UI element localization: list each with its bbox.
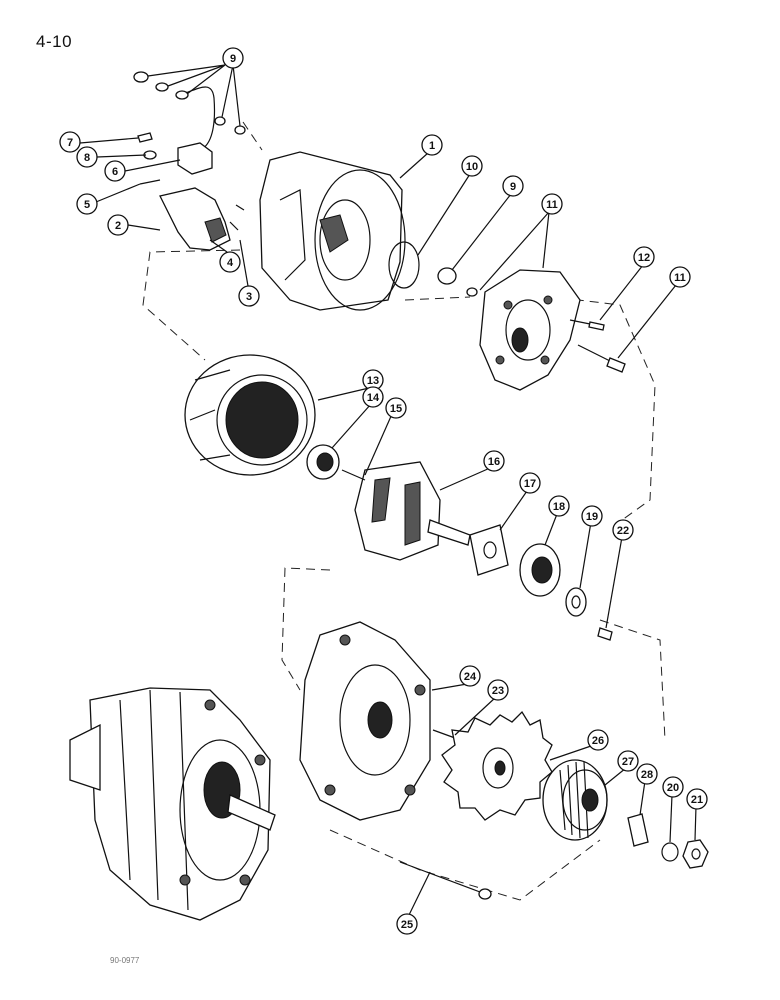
svg-text:5: 5 (84, 199, 90, 211)
svg-text:19: 19 (586, 511, 598, 523)
callout-9b: 9 (502, 175, 524, 197)
callout-18: 18 (548, 495, 570, 517)
callout-5: 5 (76, 193, 98, 215)
callout-21: 21 (686, 788, 708, 810)
callout-14: 14 (362, 386, 384, 408)
callout-20: 20 (662, 776, 684, 798)
svg-text:13: 13 (367, 375, 379, 387)
callout-19: 19 (581, 505, 603, 527)
svg-text:17: 17 (524, 478, 536, 490)
through-bolt (399, 861, 492, 900)
svg-text:7: 7 (67, 137, 73, 149)
svg-text:4: 4 (227, 257, 234, 269)
callout-26: 26 (587, 729, 609, 751)
svg-text:10: 10 (466, 161, 478, 173)
callout-27: 27 (617, 750, 639, 772)
svg-text:23: 23 (492, 685, 504, 697)
svg-text:25: 25 (401, 919, 413, 931)
callout-23: 23 (487, 679, 509, 701)
callout-25: 25 (396, 913, 418, 935)
svg-text:26: 26 (592, 735, 604, 747)
front-bearing-parts (469, 524, 613, 641)
callout-7: 7 (59, 131, 81, 153)
svg-text:12: 12 (638, 252, 650, 264)
stator (184, 354, 316, 476)
callout-8: 8 (76, 146, 98, 168)
callout-11a: 11 (541, 193, 563, 215)
pulley (542, 759, 608, 841)
svg-text:27: 27 (622, 756, 634, 768)
svg-text:11: 11 (546, 199, 558, 211)
callout-12: 12 (633, 246, 655, 268)
svg-text:1: 1 (429, 140, 435, 152)
assembled-alternator (69, 687, 276, 921)
svg-text:22: 22 (617, 525, 629, 537)
svg-text:11: 11 (674, 272, 686, 284)
svg-text:14: 14 (367, 392, 380, 404)
rectifier-plate (479, 269, 581, 391)
svg-text:16: 16 (488, 456, 500, 468)
callout-17: 17 (519, 472, 541, 494)
callout-15: 15 (385, 397, 407, 419)
screw-23 (432, 729, 456, 739)
rear-bearing (306, 444, 340, 480)
callout-2: 2 (107, 214, 129, 236)
svg-text:6: 6 (112, 166, 118, 178)
regulator-assembly (139, 179, 245, 251)
callout-16: 16 (483, 450, 505, 472)
callout-11b: 11 (669, 266, 691, 288)
svg-text:9: 9 (510, 181, 516, 193)
callout-3: 3 (238, 285, 260, 307)
callout-1: 1 (421, 134, 443, 156)
svg-text:9: 9 (230, 53, 236, 65)
page-number: 4-10 (36, 32, 73, 51)
callout-4: 4 (219, 251, 241, 273)
leader-lines (79, 64, 697, 916)
rear-housing (259, 151, 406, 311)
svg-text:2: 2 (115, 220, 121, 232)
fan (441, 710, 553, 821)
callout-24: 24 (459, 665, 481, 687)
drawing-code: 90-0977 (110, 956, 140, 965)
o-ring-and-spacer (388, 241, 478, 297)
svg-text:8: 8 (84, 152, 90, 164)
drive-end-housing (299, 621, 431, 821)
assembly-dashed-lines (142, 121, 666, 901)
callout-10: 10 (461, 155, 483, 177)
callout-13: 13 (362, 369, 384, 391)
callout-9a: 9 (222, 47, 244, 69)
svg-text:20: 20 (667, 782, 679, 794)
pulley-hardware (627, 813, 709, 869)
svg-text:15: 15 (390, 403, 402, 415)
callout-6: 6 (104, 160, 126, 182)
callout-22: 22 (612, 519, 634, 541)
svg-text:28: 28 (641, 769, 653, 781)
svg-text:21: 21 (691, 794, 703, 806)
rotor (341, 461, 471, 561)
svg-text:18: 18 (553, 501, 565, 513)
callout-28: 28 (636, 763, 658, 785)
screws (569, 319, 626, 373)
svg-text:3: 3 (246, 291, 252, 303)
svg-text:24: 24 (464, 671, 477, 683)
